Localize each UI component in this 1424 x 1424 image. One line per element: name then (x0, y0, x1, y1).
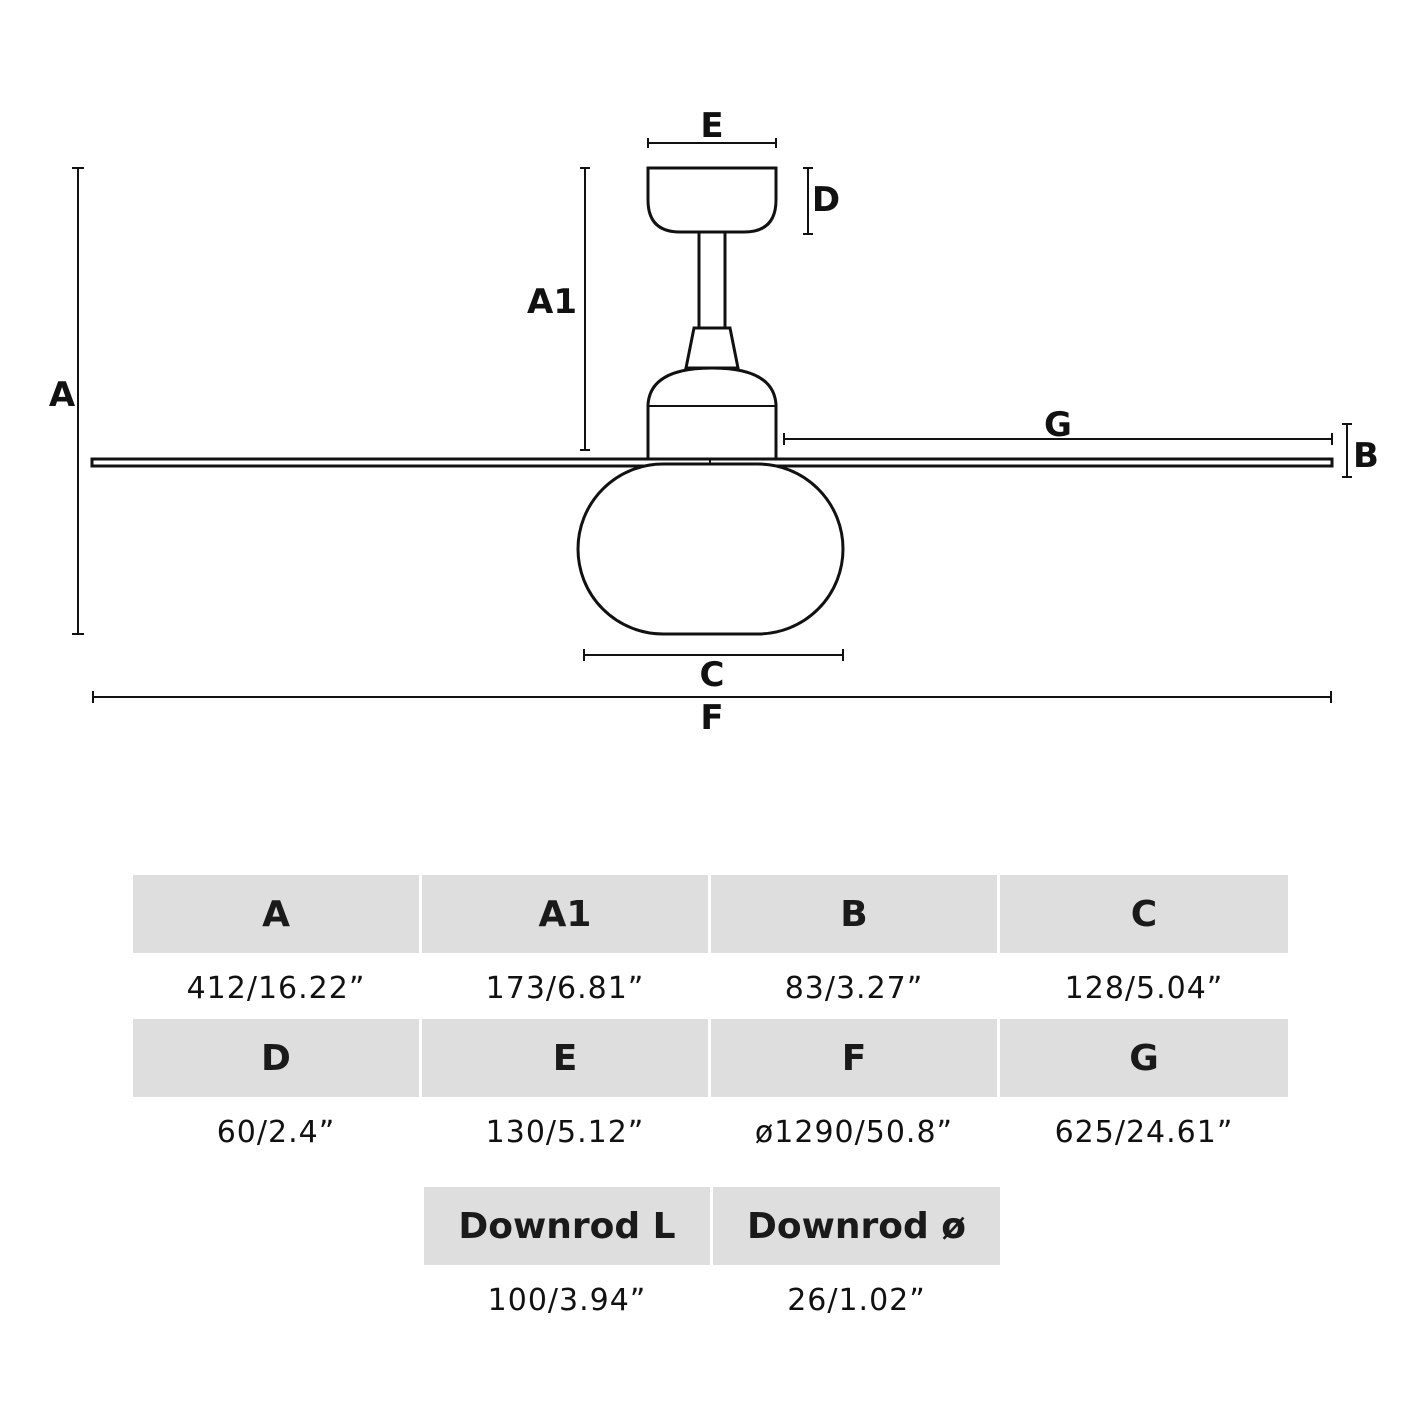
table-value-b: 83/3.27” (784, 970, 924, 1006)
table-header-a1: A1 (422, 875, 708, 953)
table-header-c: C (1000, 875, 1288, 953)
dimension-a1: A1 (527, 167, 590, 451)
dimension-label-f: F (700, 698, 723, 738)
table-header-f: F (711, 1019, 997, 1097)
dimension-label-b: B (1353, 436, 1379, 476)
table-header-a: A (133, 875, 419, 953)
table-header-b: B (711, 875, 997, 953)
fan-drawing (90, 166, 1334, 636)
table-header-e: E (422, 1019, 708, 1097)
light-globe (576, 462, 845, 636)
dimension-g: G (783, 405, 1333, 445)
dimension-label-e: E (700, 106, 723, 146)
table-value-a1: 173/6.81” (485, 970, 645, 1006)
table-header-g: G (1000, 1019, 1288, 1097)
canopy (646, 166, 778, 234)
dimension-label-a: A (49, 375, 76, 415)
table-value-c: 128/5.04” (1064, 970, 1224, 1006)
table-value-f: ø1290/50.8” (754, 1114, 954, 1150)
dimension-d: D (803, 167, 840, 235)
table-header-downrod-diameter: Downrod ø (713, 1187, 1000, 1265)
dimension-b: B (1342, 423, 1379, 478)
dimension-c: C (583, 649, 844, 695)
downrod (697, 230, 727, 332)
table-value-e: 130/5.12” (485, 1114, 645, 1150)
dimension-f: F (92, 691, 1332, 738)
dimension-label-d: D (812, 180, 840, 220)
table-value-g: 625/24.61” (1054, 1114, 1234, 1150)
table-value-downrod-length: 100/3.94” (487, 1282, 647, 1318)
table-value-a: 412/16.22” (186, 970, 366, 1006)
dimension-label-g: G (1044, 405, 1072, 445)
dimension-a: A (49, 167, 84, 635)
dimension-e: E (647, 106, 777, 148)
table-value-downrod-diameter: 26/1.02” (787, 1282, 926, 1318)
downrod-coupler (684, 326, 740, 370)
table-header-downrod-length: Downrod L (424, 1187, 710, 1265)
dimension-label-c: C (700, 655, 725, 695)
ceiling-fan-dimension-diagram: A A1 E D G B C (49, 106, 1379, 738)
table-value-d: 60/2.4” (216, 1114, 336, 1150)
table-header-d: D (133, 1019, 419, 1097)
motor-housing (646, 366, 778, 462)
dimension-label-a1: A1 (527, 282, 577, 322)
